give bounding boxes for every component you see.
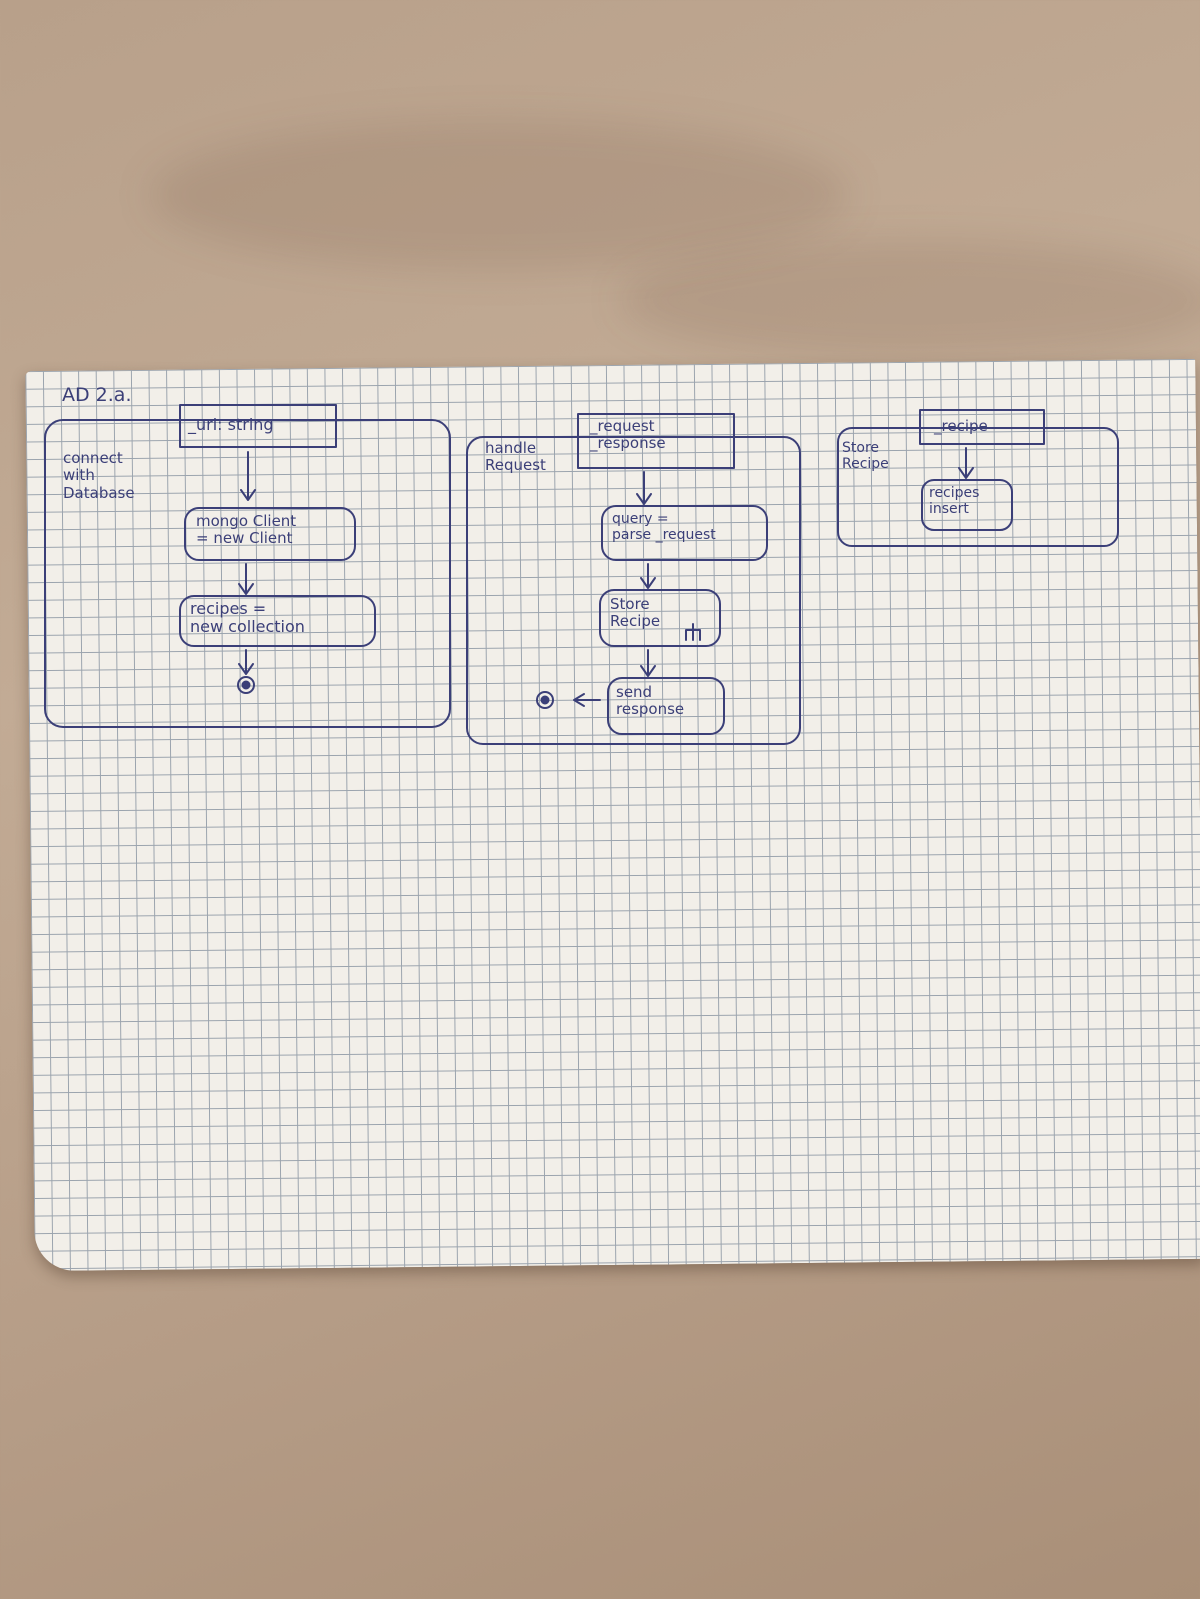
- flow-arrow: [240, 451, 256, 501]
- blanket-shadow: [150, 120, 850, 270]
- partition-label: connect with Database: [63, 449, 135, 502]
- action-node: [184, 507, 356, 561]
- parameter-box: [179, 404, 337, 448]
- flow-arrow: [636, 471, 652, 505]
- flow-arrow: [573, 693, 601, 707]
- partition-frame: [466, 436, 801, 745]
- flow-arrow: [958, 447, 974, 479]
- blanket-shadow: [620, 240, 1200, 360]
- call-behavior-icon: [685, 623, 701, 641]
- action-node: [921, 479, 1013, 531]
- parameter-box: [919, 409, 1045, 445]
- diagram-title: AD 2.a.: [62, 384, 132, 406]
- action-node: [599, 589, 721, 647]
- action-label: Store Recipe: [610, 595, 661, 631]
- action-label: recipes insert: [929, 485, 980, 518]
- parameter-label: _request _response: [590, 417, 666, 453]
- action-label: recipes = new collection: [190, 599, 305, 637]
- action-label: mongo Client = new Client: [196, 512, 297, 548]
- final-node-icon: [536, 691, 554, 709]
- final-node-icon: [237, 676, 255, 694]
- parameter-label: _recipe: [934, 417, 988, 435]
- flow-arrow: [640, 649, 656, 677]
- partition-label: Store Recipe: [842, 440, 889, 473]
- flow-arrow: [238, 649, 254, 675]
- partition-frame: [44, 419, 451, 728]
- action-node: [607, 677, 725, 735]
- flow-arrow: [640, 563, 656, 589]
- flow-arrow: [238, 563, 254, 595]
- action-label: query = parse _request: [612, 511, 716, 544]
- parameter-label: _url: string: [188, 415, 274, 434]
- action-label: send response: [616, 683, 685, 719]
- parameter-box: [577, 413, 735, 469]
- action-node: [179, 595, 376, 647]
- partition-frame: [837, 427, 1119, 547]
- action-node: [601, 505, 768, 561]
- partition-label: handle Request: [485, 439, 546, 475]
